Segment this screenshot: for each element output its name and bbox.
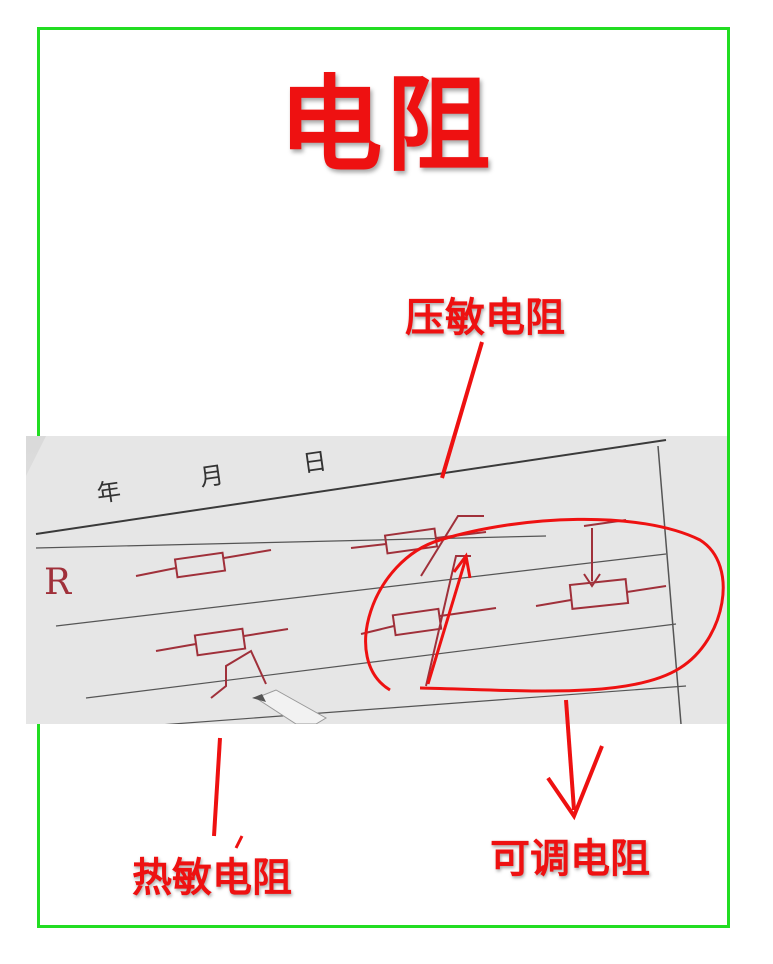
- notebook-photo: 年 月 日 R: [26, 436, 727, 724]
- handwritten-r: R: [44, 562, 72, 603]
- thermal-resistor-symbol: [155, 627, 289, 699]
- pen-icon: [252, 689, 327, 724]
- paper-year: 年: [95, 477, 123, 508]
- label-pressure-resistor: 压敏电阻: [405, 295, 565, 341]
- page-title: 电阻: [278, 64, 495, 186]
- fixed-resistor-symbol: [135, 549, 272, 579]
- paper-month: 月: [198, 461, 226, 492]
- label-thermal-resistor: 热敏电阻: [132, 855, 292, 901]
- paper-day: 日: [301, 447, 329, 478]
- notebook-drawing: 年 月 日 R: [26, 436, 727, 724]
- label-variable-resistor: 可调电阻: [490, 836, 650, 882]
